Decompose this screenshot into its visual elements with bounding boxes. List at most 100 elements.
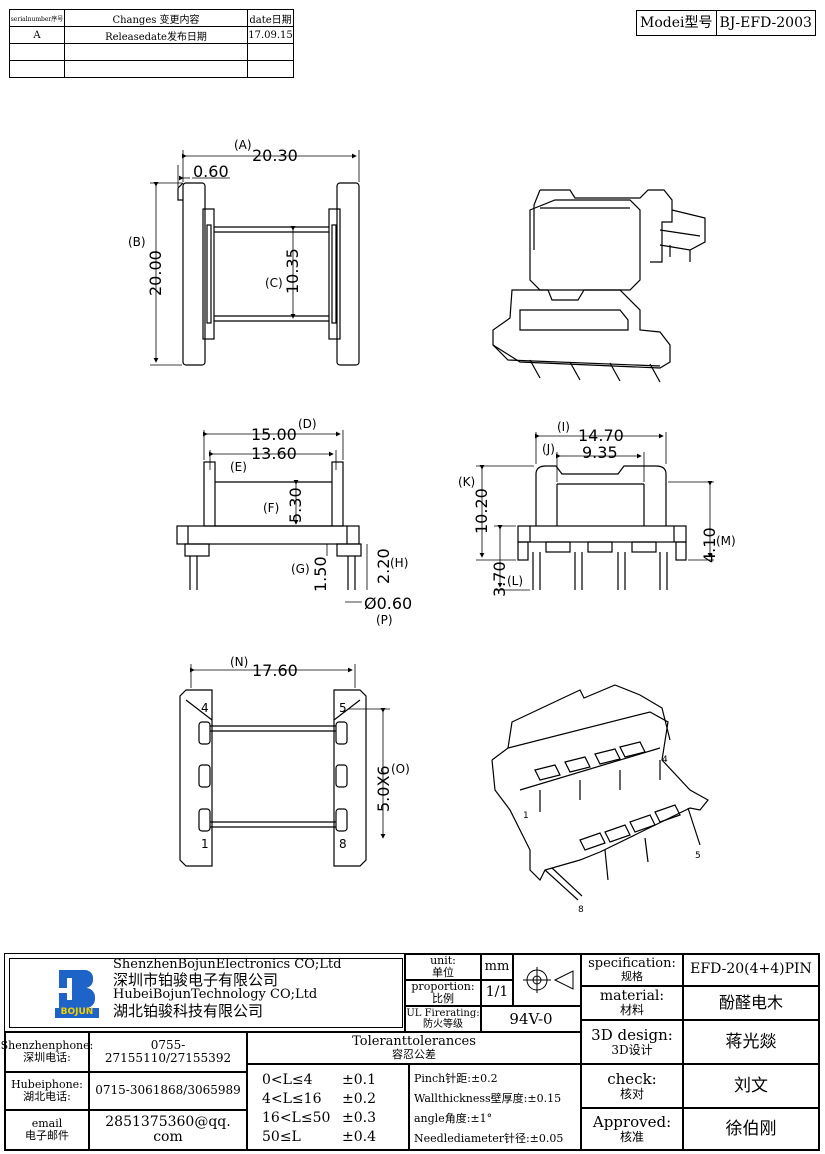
pin-1-label: 1 bbox=[201, 837, 209, 851]
fire-label-cell: UL Firerating: 防火等级 bbox=[405, 1006, 481, 1032]
company-cn-1: 深圳市铂骏电子有限公司 bbox=[113, 971, 279, 989]
technical-drawing: (A) 20.30 0.60 (B) 20.00 (C) 10.35 bbox=[128, 138, 736, 915]
tolerance-range: 50≤L bbox=[262, 1129, 301, 1145]
side-view-labels: (I) 14.70 (J) 9.35 (K) 10.20 3.70 (L) 4.… bbox=[458, 420, 736, 597]
dim-f-label: (F) bbox=[263, 501, 279, 515]
spec-label-cn: 规格 bbox=[621, 970, 643, 984]
contact-email-label-cell: email 电子邮件 bbox=[5, 1110, 89, 1150]
projection-symbol-icon bbox=[523, 967, 574, 993]
contact-sz-label-cell: Shenzhenphone: 深圳电话: bbox=[1, 1032, 93, 1072]
company-block: BOJUN ShenzhenBojunElectronics CO;Ltd 深圳… bbox=[5, 954, 405, 1032]
tolerance-range: 4<L≤16 bbox=[262, 1091, 322, 1107]
isometric-view-bottom bbox=[491, 684, 709, 901]
iso-pin-4-label: 4 bbox=[662, 755, 668, 765]
iso-pin-5-label: 5 bbox=[695, 851, 701, 861]
spec-label-cell: specification: 规格 bbox=[581, 954, 683, 986]
spec-label: specification: bbox=[588, 955, 676, 971]
material-label-cn: 材料 bbox=[619, 1003, 644, 1018]
dim-o-label: (O) bbox=[391, 762, 410, 776]
dim-g-value: 1.50 bbox=[311, 556, 330, 592]
table-row bbox=[9, 43, 294, 61]
dim-p-value: Ø0.60 bbox=[364, 594, 412, 613]
contact-email-label: email bbox=[31, 1116, 63, 1130]
title-block: BOJUN ShenzhenBojunElectronics CO;Ltd 深圳… bbox=[1, 953, 820, 1151]
pin-5-label: 5 bbox=[339, 701, 347, 715]
dim-m-value: 4.10 bbox=[700, 527, 719, 563]
design3d-label-cn: 3D设计 bbox=[611, 1042, 653, 1057]
contact-email-value: 2851375360@qq. com bbox=[89, 1110, 247, 1150]
dim-f-value: 5.30 bbox=[286, 487, 305, 523]
dim-p-label: (P) bbox=[376, 613, 393, 627]
proportion-value: 1/1 bbox=[481, 980, 513, 1006]
company-cn-2: 湖北铂骏科技有限公司 bbox=[113, 1002, 264, 1020]
approved-label-cell: Approved: 核准 bbox=[581, 1108, 683, 1150]
unit-label: unit: bbox=[430, 953, 456, 967]
front-view bbox=[176, 430, 368, 603]
dim-h-value: 2.20 bbox=[374, 548, 393, 584]
logo-text: BOJUN bbox=[60, 1007, 94, 1017]
design3d-label: 3D design: bbox=[591, 1026, 673, 1045]
pin-8-label: 8 bbox=[339, 837, 347, 851]
dim-b-label: (B) bbox=[128, 235, 146, 249]
projection-symbol-cell bbox=[513, 954, 581, 1006]
dim-a-value: 20.30 bbox=[252, 146, 298, 165]
dim-n-value: 17.60 bbox=[252, 661, 298, 680]
company-en-2: HubeiBojunTechnology CO;Ltd bbox=[113, 987, 318, 1002]
dim-i-value: 14.70 bbox=[578, 426, 624, 445]
model-label: Modei型号 bbox=[637, 11, 717, 35]
logo-icon bbox=[55, 970, 99, 1018]
tolerance-grid: 0<L≤4 ±0.1 4<L≤16 ±0.2 16<L≤50 ±0.3 50≤L… bbox=[262, 1071, 402, 1147]
company-logo: BOJUN bbox=[55, 966, 99, 1018]
dim-c-label: (C) bbox=[265, 276, 283, 290]
isometric-view-top bbox=[492, 189, 706, 383]
tolerance-value: ±0.1 bbox=[342, 1072, 376, 1088]
dim-d-label: (D) bbox=[298, 417, 317, 431]
company-en-1: ShenzhenBojunElectronics CO;Ltd bbox=[113, 957, 342, 972]
contact-hb-label-cell: Hubeiphone: 湖北电话: bbox=[5, 1072, 89, 1110]
approved-label-cn: 核准 bbox=[619, 1129, 644, 1144]
top-view bbox=[150, 150, 360, 366]
tolerance-range: 0<L≤4 bbox=[262, 1072, 313, 1088]
company-names: ShenzhenBojunElectronics CO;Ltd 深圳市铂骏电子有… bbox=[113, 957, 342, 1021]
top-view-labels: (A) 20.30 0.60 (B) 20.00 (C) 10.35 bbox=[128, 138, 302, 296]
contact-email-label-cn: 电子邮件 bbox=[25, 1129, 69, 1142]
spec-value: EFD-20(4+4)PIN bbox=[683, 954, 819, 986]
check-value: 刘文 bbox=[683, 1064, 819, 1108]
model-value: BJ-EFD-2003 bbox=[719, 15, 812, 31]
dim-j-value: 9.35 bbox=[582, 443, 618, 462]
dim-g-label: (G) bbox=[291, 562, 310, 576]
iso-pin-1-label: 1 bbox=[523, 811, 529, 821]
check-label-cell: check: 核对 bbox=[581, 1064, 683, 1108]
design3d-label-cell: 3D design: 3D设计 bbox=[581, 1020, 683, 1064]
tolerance-title-cn: 容忍公差 bbox=[392, 1048, 436, 1062]
model-box: Modei型号 BJ-EFD-2003 bbox=[636, 10, 816, 36]
dim-top-small-value: 0.60 bbox=[193, 162, 229, 181]
tolerance-value: ±0.4 bbox=[342, 1129, 376, 1145]
side-view bbox=[476, 432, 714, 591]
pin-4-label: 4 bbox=[201, 701, 209, 715]
contact-sz-value: 0755-27155110/27155392 bbox=[89, 1032, 247, 1072]
material-label: material: bbox=[599, 987, 665, 1004]
bottom-view bbox=[179, 664, 390, 867]
tolerance-title-cell: Toleranttolerances 容忍公差 bbox=[247, 1032, 581, 1064]
contact-hb-label: Hubeiphone: bbox=[11, 1077, 83, 1091]
dim-i-label: (I) bbox=[557, 420, 570, 434]
tolerance-note: Needlediameter针径:±0.05 bbox=[414, 1132, 564, 1145]
tolerance-notes: Pinch针距:±0.2 Wallthickness壁厚度:±0.15 angl… bbox=[409, 1064, 581, 1150]
dim-e-label: (E) bbox=[230, 460, 247, 474]
dim-o-value: 5.0X6 bbox=[374, 765, 393, 812]
dim-b-value: 20.00 bbox=[146, 250, 165, 296]
iso-pin-8-label: 8 bbox=[578, 905, 584, 915]
contact-hb-value: 0715-3061868/3065989 bbox=[89, 1072, 247, 1110]
fire-value: 94V-0 bbox=[481, 1006, 581, 1032]
dim-k-label: (K) bbox=[458, 475, 475, 489]
dim-d-value: 15.00 bbox=[251, 425, 297, 444]
dim-l-value: 3.70 bbox=[490, 561, 509, 597]
approved-value: 徐伯刚 bbox=[683, 1108, 819, 1150]
tolerance-notes-list: Pinch针距:±0.2 Wallthickness壁厚度:±0.15 angl… bbox=[414, 1069, 563, 1149]
contact-sz-label: Shenzhenphone: bbox=[0, 1038, 94, 1052]
tolerance-note: Pinch针距:±0.2 bbox=[414, 1072, 498, 1085]
dim-j-label: (J) bbox=[542, 442, 555, 456]
front-view-labels: (D) 15.00 (E) 13.60 (F) 5.30 (G) 1.50 2.… bbox=[230, 417, 412, 627]
dim-h-label: (H) bbox=[390, 556, 408, 570]
